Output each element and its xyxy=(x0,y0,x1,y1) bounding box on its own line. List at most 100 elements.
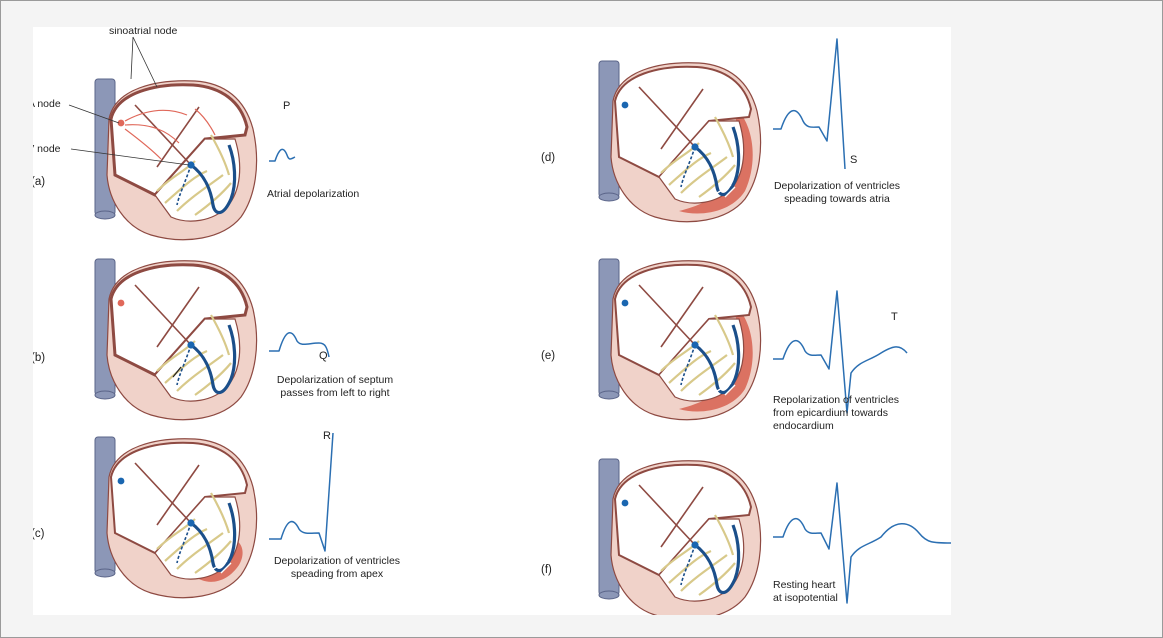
vena-cava-base xyxy=(94,390,116,400)
impulse-arrow xyxy=(124,128,162,160)
sa-node-label: SA node xyxy=(33,98,61,110)
purkinje-fiber xyxy=(210,314,231,356)
av-node-dot xyxy=(187,341,195,349)
panel-letter: (e) xyxy=(541,350,555,362)
ecg-trace xyxy=(773,482,951,604)
panel-letter: (b) xyxy=(33,352,45,364)
panel-letter: (c) xyxy=(33,528,45,540)
ecg-trace xyxy=(269,331,330,358)
purkinje-fiber xyxy=(176,174,224,212)
atrial-septum xyxy=(134,104,192,166)
wave-direction-arrows xyxy=(716,382,736,396)
sa-node-dot xyxy=(621,499,629,507)
ecg-wave-c xyxy=(269,432,334,552)
bundle-branch xyxy=(694,126,741,197)
av-node-leader xyxy=(70,148,190,166)
caption-line: Depolarization of ventricles xyxy=(274,555,400,567)
bundle-branch xyxy=(190,324,237,395)
purkinje-fiber xyxy=(164,169,208,204)
purkinje-fiber xyxy=(698,362,736,396)
ecg-trace xyxy=(773,290,908,414)
purkinje-fiber xyxy=(176,532,224,570)
purkinje-fiber xyxy=(668,349,712,384)
purkinje-fiber xyxy=(194,362,232,396)
sa-node-dot xyxy=(117,299,125,307)
sa-node-dot xyxy=(621,101,629,109)
panel-letter: (d) xyxy=(541,152,555,164)
ecg-wave-b xyxy=(269,331,330,358)
impulse-arrow xyxy=(194,108,216,136)
sa-node-leader xyxy=(68,104,120,124)
purkinje-fiber xyxy=(164,349,208,384)
caption-line: Repolarization of ventricles xyxy=(773,394,899,406)
ecg-wave-f xyxy=(773,482,951,604)
av-ring xyxy=(660,486,704,548)
heart-c xyxy=(94,436,258,599)
wave-direction-arrows xyxy=(716,184,736,198)
panel-letter: (a) xyxy=(33,176,45,188)
caption-line: at isopotential xyxy=(773,592,838,604)
heart-a xyxy=(94,78,258,241)
atrial-septum xyxy=(134,284,192,346)
av-ring xyxy=(156,286,200,348)
bundle-branch xyxy=(190,144,237,215)
caption-line: from epicardium towards xyxy=(773,407,888,419)
ecg-wave-e xyxy=(773,290,908,414)
wave-label: Q xyxy=(319,350,328,362)
atria xyxy=(613,65,753,179)
heart-e xyxy=(598,258,762,421)
av-ring xyxy=(660,88,704,150)
bundle-branch xyxy=(190,502,237,573)
purkinje-fiber xyxy=(714,514,735,556)
av-node-label: AV node xyxy=(33,143,61,155)
ecg-wave-a xyxy=(269,148,296,162)
caption-line: Resting heart xyxy=(773,579,836,591)
spread-leader xyxy=(130,36,158,88)
purkinje-fiber xyxy=(164,527,208,562)
bundle-branch xyxy=(694,324,741,395)
vena-cava-base xyxy=(598,192,620,202)
av-ring xyxy=(156,106,200,168)
purkinje-fiber xyxy=(194,182,232,216)
caption-line: Depolarization of ventricles xyxy=(774,180,900,192)
atrial-septum xyxy=(638,484,696,546)
septum-direction-arrow xyxy=(172,366,182,378)
ecg-trace xyxy=(269,148,296,162)
caption-line: speading from apex xyxy=(291,568,384,580)
av-node-dot xyxy=(187,161,195,169)
heart-b xyxy=(94,258,258,421)
heart-d xyxy=(598,60,762,223)
purkinje-fiber xyxy=(210,134,231,176)
purkinje-fiber xyxy=(194,540,232,574)
purkinje-fiber xyxy=(698,164,736,198)
atria xyxy=(613,463,753,577)
impulse-arrow xyxy=(124,109,188,122)
purkinje-fiber xyxy=(210,492,231,534)
purkinje-fiber xyxy=(680,354,728,392)
ecg-wave-d xyxy=(773,38,846,170)
wave-label: S xyxy=(850,154,857,166)
av-ring xyxy=(156,464,200,526)
impulse-arrow xyxy=(124,124,180,144)
atrial-septum xyxy=(638,284,696,346)
caption-line: Depolarization of septum xyxy=(277,374,393,386)
vena-cava-base xyxy=(94,568,116,578)
sa-node-dot xyxy=(117,477,125,485)
atrial-septum xyxy=(134,462,192,524)
purkinje-fiber xyxy=(680,156,728,194)
caption-line: endocardium xyxy=(773,420,834,432)
purkinje-fiber xyxy=(680,554,728,592)
av-node-dot xyxy=(691,341,699,349)
vena-cava-base xyxy=(598,390,620,400)
purkinje-fiber xyxy=(668,151,712,186)
vena-cava-base xyxy=(598,590,620,600)
panel-letter: (f) xyxy=(541,564,552,576)
bundle-branch xyxy=(694,524,741,595)
av-node-dot xyxy=(691,541,699,549)
av-node-dot xyxy=(691,143,699,151)
av-ring xyxy=(660,286,704,348)
wave-label: R xyxy=(323,430,331,442)
